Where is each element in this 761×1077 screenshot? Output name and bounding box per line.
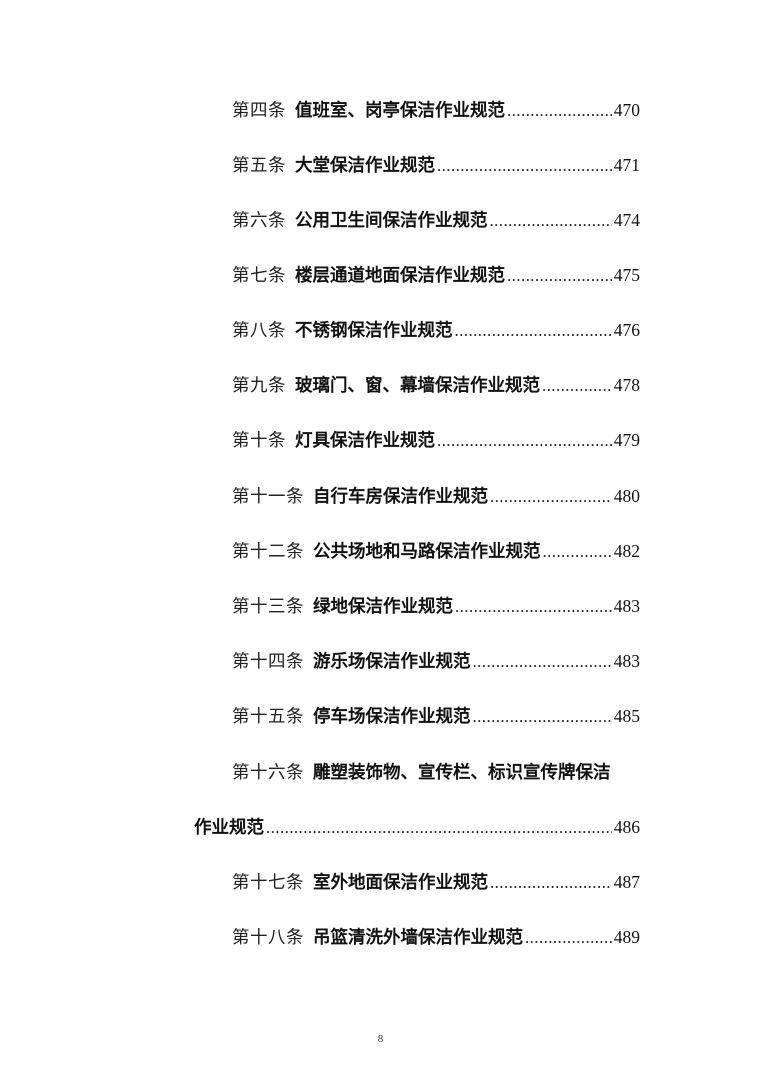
- article-title: 玻璃门、窗、幕墙保洁作业规范: [295, 375, 540, 395]
- dot-leader: [525, 926, 612, 950]
- article-title-continued: 作业规范: [194, 817, 264, 837]
- toc-entry[interactable]: 第四条 值班室、岗亭保洁作业规范 470: [232, 98, 640, 122]
- article-number: 第八条: [232, 320, 286, 340]
- page-number: 474: [613, 210, 640, 230]
- article-title: 吊篮清洗外墙保洁作业规范: [313, 927, 523, 947]
- dot-leader: [473, 705, 612, 729]
- dot-leader: [507, 264, 612, 288]
- article-number: 第九条: [232, 375, 286, 395]
- article-number: 第五条: [232, 155, 286, 175]
- page-number: 487: [613, 872, 640, 892]
- article-title: 绿地保洁作业规范: [313, 596, 453, 616]
- article-number: 第六条: [232, 210, 286, 230]
- toc-entry[interactable]: 第十四条 游乐场保洁作业规范 483: [232, 649, 640, 673]
- article-title: 不锈钢保洁作业规范: [295, 320, 453, 340]
- dot-leader: [455, 595, 612, 619]
- toc-entry[interactable]: 第十三条 绿地保洁作业规范 483: [232, 594, 640, 618]
- article-number: 第七条: [232, 265, 286, 285]
- article-title: 游乐场保洁作业规范: [313, 651, 471, 671]
- dot-leader: [490, 209, 612, 233]
- article-title: 楼层通道地面保洁作业规范: [295, 265, 505, 285]
- toc-entry[interactable]: 第十一条 自行车房保洁作业规范 480: [232, 484, 640, 508]
- article-number: 第十二条: [232, 541, 304, 561]
- dot-leader: [543, 540, 612, 564]
- article-number: 第四条: [232, 100, 286, 120]
- page-number: 483: [613, 596, 640, 616]
- dot-leader: [455, 319, 612, 343]
- page-number: 480: [613, 486, 640, 506]
- article-title: 停车场保洁作业规范: [313, 706, 471, 726]
- article-title: 灯具保洁作业规范: [295, 430, 435, 450]
- article-number: 第十六条: [232, 762, 304, 782]
- dot-leader: [437, 429, 612, 453]
- page-number: 479: [613, 430, 640, 450]
- page-number: 486: [613, 817, 640, 837]
- dot-leader: [507, 99, 612, 123]
- toc-entry[interactable]: 第十五条 停车场保洁作业规范 485: [232, 704, 640, 728]
- article-title: 值班室、岗亭保洁作业规范: [295, 100, 505, 120]
- toc-entry[interactable]: 第七条 楼层通道地面保洁作业规范 475: [232, 263, 640, 287]
- article-number: 第十条: [232, 430, 286, 450]
- dot-leader: [266, 816, 612, 840]
- toc-entry-wrapped-line1[interactable]: 第十六条 雕塑装饰物、宣传栏、标识宣传牌保洁: [232, 760, 640, 784]
- article-number: 第十五条: [232, 706, 304, 726]
- toc-entry[interactable]: 第五条 大堂保洁作业规范 471: [232, 153, 640, 177]
- toc-entry[interactable]: 第十条 灯具保洁作业规范 479: [232, 428, 640, 452]
- dot-leader: [490, 871, 612, 895]
- footer-page-number: 8: [377, 1033, 384, 1045]
- article-title: 大堂保洁作业规范: [295, 155, 435, 175]
- dot-leader: [473, 650, 612, 674]
- toc-entry[interactable]: 第十七条 室外地面保洁作业规范 487: [232, 870, 640, 894]
- page-number: 475: [613, 265, 640, 285]
- article-number: 第十四条: [232, 651, 304, 671]
- toc-entry-wrapped-line2[interactable]: 作业规范 486: [194, 815, 640, 839]
- article-title: 公用卫生间保洁作业规范: [295, 210, 488, 230]
- article-number: 第十一条: [232, 486, 304, 506]
- page-number: 471: [613, 155, 640, 175]
- toc-entry[interactable]: 第八条 不锈钢保洁作业规范 476: [232, 318, 640, 342]
- article-title: 室外地面保洁作业规范: [313, 872, 488, 892]
- article-title: 雕塑装饰物、宣传栏、标识宣传牌保洁: [313, 762, 611, 782]
- page-number: 489: [613, 927, 640, 947]
- toc-entry[interactable]: 第十八条 吊篮清洗外墙保洁作业规范 489: [232, 925, 640, 949]
- page-number: 470: [613, 100, 640, 120]
- toc-entry[interactable]: 第六条 公用卫生间保洁作业规范 474: [232, 208, 640, 232]
- page-number: 483: [613, 651, 640, 671]
- page-number: 485: [613, 706, 640, 726]
- article-number: 第十三条: [232, 596, 304, 616]
- article-number: 第十八条: [232, 927, 304, 947]
- article-number: 第十七条: [232, 872, 304, 892]
- toc-entry[interactable]: 第十二条 公共场地和马路保洁作业规范 482: [232, 539, 640, 563]
- page-number: 476: [613, 320, 640, 340]
- page-number: 482: [613, 541, 640, 561]
- toc-entry[interactable]: 第九条 玻璃门、窗、幕墙保洁作业规范 478: [232, 373, 640, 397]
- dot-leader: [437, 154, 612, 178]
- dot-leader: [490, 485, 612, 509]
- dot-leader: [542, 374, 612, 398]
- page-number: 478: [613, 375, 640, 395]
- article-title: 公共场地和马路保洁作业规范: [313, 541, 541, 561]
- article-title: 自行车房保洁作业规范: [313, 486, 488, 506]
